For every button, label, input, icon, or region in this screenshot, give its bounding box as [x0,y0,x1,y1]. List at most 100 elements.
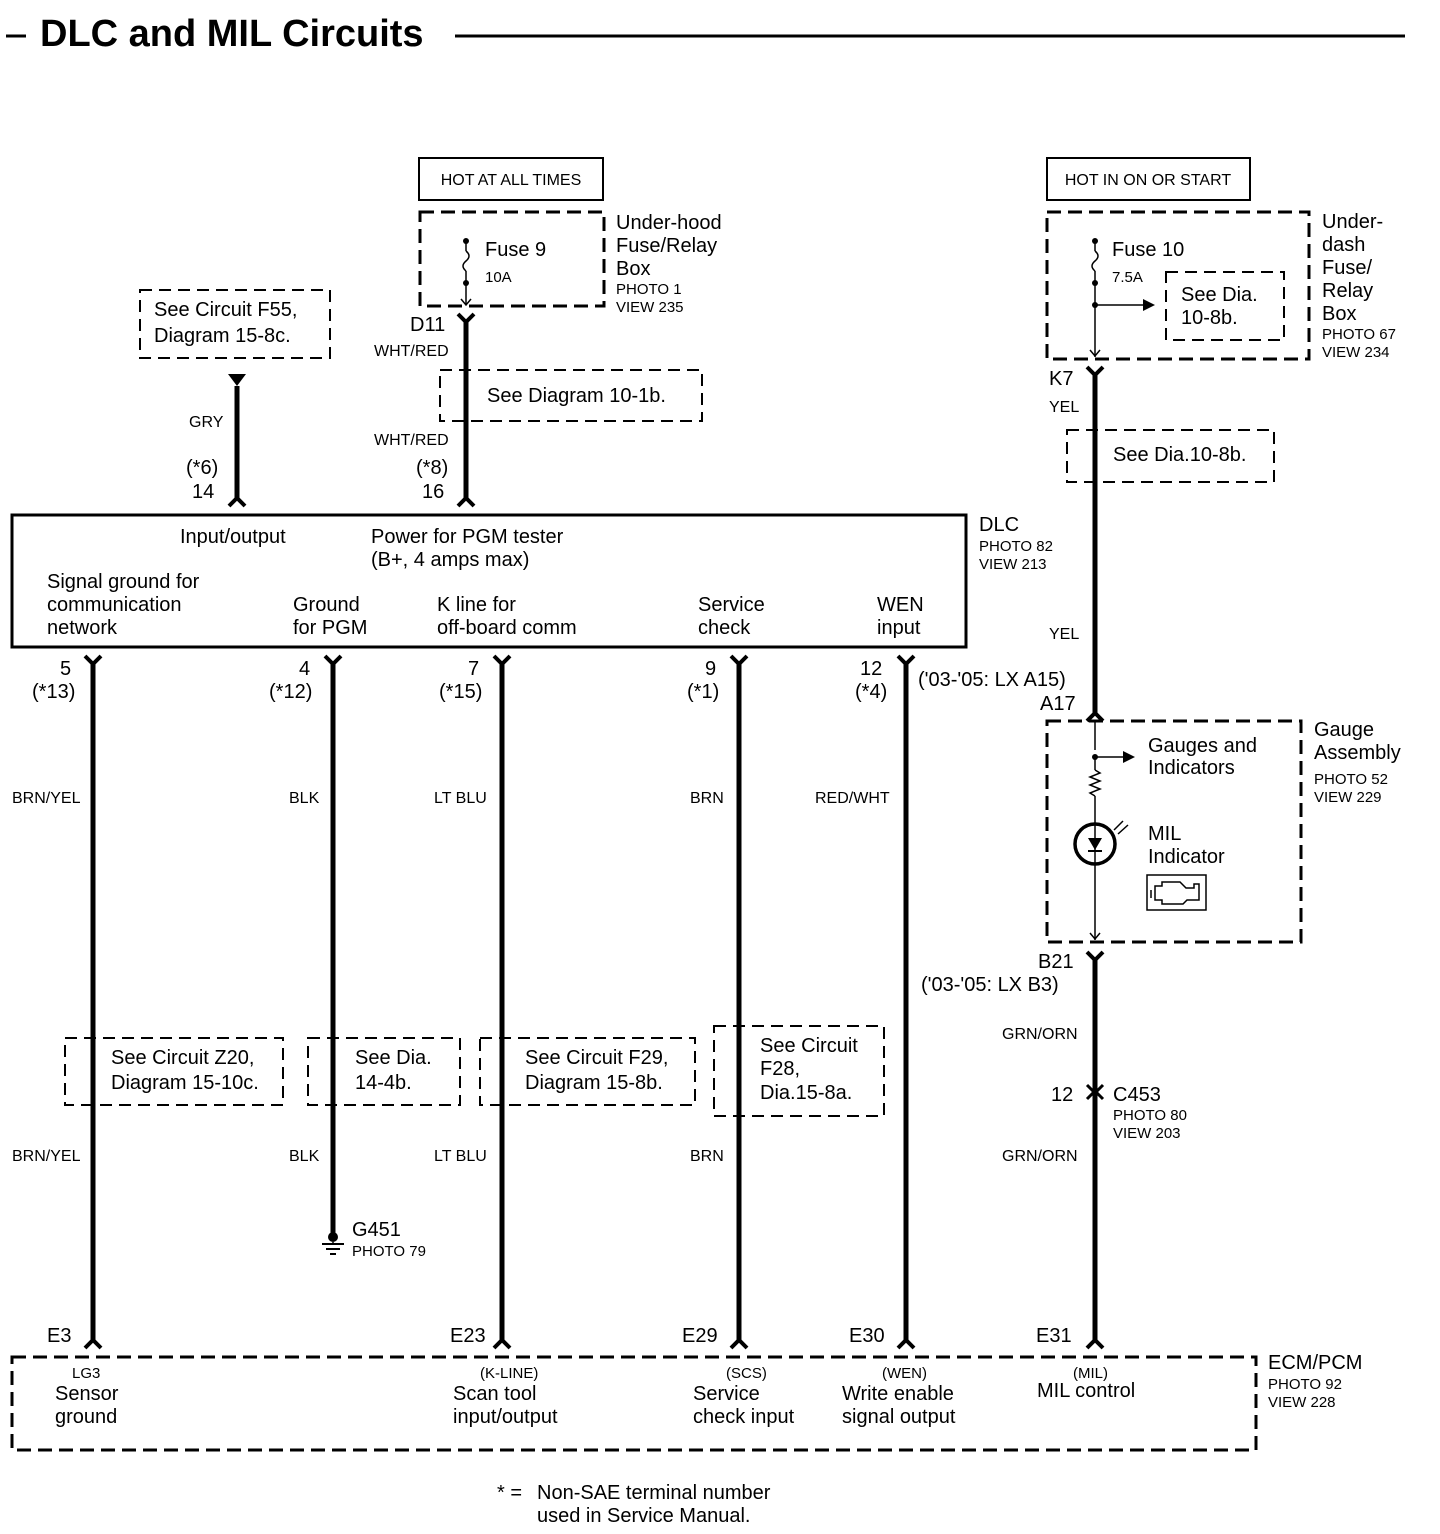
underdash-photo: PHOTO 67 [1322,326,1396,343]
dlc-ground-line-2: for PGM [293,617,367,639]
c453-name: C453 [1113,1084,1161,1106]
f55-arrow-icon [228,374,246,386]
ecm-write-line-1: Write enable [842,1383,954,1405]
dlc-input-output: Input/output [180,526,286,548]
see-10-8b-inner-2: 10-8b. [1181,307,1238,329]
footnote-mark: * = [497,1482,522,1504]
ecm-service-line-2: check input [693,1406,795,1428]
hot-at-all-times-box [418,157,604,201]
yel-label-1: YEL [1049,399,1079,416]
underdash-name-5: Box [1322,303,1356,325]
dlc-power-line-1: Power for PGM tester [371,526,564,548]
see-10-8b-inner-1: See Dia. [1181,284,1258,306]
k7-terminal: K7 [1049,368,1073,390]
dlc-service-line-2: check [698,617,751,639]
pin9-number: 9 [705,658,716,680]
hot-in-on-or-start-label: HOT IN ON OR START [1065,172,1231,189]
b21-alt-pin: ('03-'05: LX B3) [921,974,1059,996]
pin4-star: (*12) [269,681,312,703]
pin5-star: (*13) [32,681,75,703]
gry-label: GRY [189,414,224,431]
see-z20-line-2: Diagram 15-10c. [111,1072,259,1094]
mil-lamp-icon [1073,820,1129,866]
c453-photo: PHOTO 80 [1113,1107,1187,1124]
d11-terminal: D11 [410,314,445,336]
underdash-fuse-box [1045,210,1311,361]
see-14-4b-line-1: See Dia. [355,1047,432,1069]
footnote-line-1: Non-SAE terminal number [537,1482,771,1504]
resistor-icon [1087,769,1103,797]
pin12-number: 12 [860,658,882,680]
fuse-9-label: Fuse 9 [485,239,546,261]
dlc-name: DLC [979,514,1019,536]
dlc-service-line-1: Service [698,594,765,616]
blk-label-2: BLK [289,1148,320,1165]
dlc-kline-line-2: off-board comm [437,617,577,639]
underdash-view: VIEW 234 [1322,344,1390,361]
brn-yel-label-2: BRN/YEL [12,1148,81,1165]
ecm-kline: (K-LINE) [480,1365,538,1382]
brn-label-1: BRN [690,790,724,807]
underhood-name-1: Under-hood [616,212,722,234]
fuse-10-icon [1091,250,1099,272]
ecm-view: VIEW 228 [1268,1394,1336,1411]
dlc-ground-line-1: Ground [293,594,360,616]
dlc-view: VIEW 213 [979,556,1047,573]
ecm-pin-e29: E29 [682,1325,718,1347]
ecm-lg3: LG3 [72,1365,100,1382]
see-diagram-10-1b: See Diagram 10-1b. [487,385,666,407]
fuse-9-amps: 10A [485,269,512,286]
underdash-name-1: Under- [1322,211,1383,233]
see-10-8b: See Dia.10-8b. [1113,444,1246,466]
ecm-mil: (MIL) [1073,1365,1108,1382]
gauges-arrow-icon [1123,751,1135,763]
gauge-name-2: Assembly [1314,742,1401,764]
mil-line-1: MIL [1148,823,1181,845]
yel-label-2: YEL [1049,626,1079,643]
gauge-photo: PHOTO 52 [1314,771,1388,788]
wht-red-label-1: WHT/RED [374,343,449,360]
gauge-alt-pin: ('03-'05: LX A15) [918,669,1066,691]
c453-view: VIEW 203 [1113,1125,1181,1142]
dlc-signal-line-3: network [47,617,118,639]
brn-label-2: BRN [690,1148,724,1165]
see-f28-line-2: F28, [760,1058,800,1080]
gauge-view: VIEW 229 [1314,789,1382,806]
red-wht-label: RED/WHT [815,790,890,807]
underdash-name-2: dash [1322,234,1365,256]
pin12-star: (*4) [855,681,887,703]
see-dia-14-4b-box [307,1037,461,1106]
pin14-number: 14 [192,481,214,503]
see-circuit-f55-box [139,289,331,359]
ecm-scs: (SCS) [726,1365,767,1382]
ecm-mil-control: MIL control [1037,1380,1135,1402]
ground-photo: PHOTO 79 [352,1243,426,1260]
see-z20-line-1: See Circuit Z20, [111,1047,254,1069]
ecm-name: ECM/PCM [1268,1352,1362,1374]
see-f28-line-3: Dia.15-8a. [760,1082,852,1104]
c453-connector-icon [1085,1083,1105,1101]
lt-blu-label-2: LT BLU [434,1148,487,1165]
blk-label-1: BLK [289,790,320,807]
pin7-star: (*15) [439,681,482,703]
underhood-name-2: Fuse/Relay [616,235,717,257]
dlc-signal-line-2: communication [47,594,182,616]
mil-line-2: Indicator [1148,846,1225,868]
dlc-signal-line-1: Signal ground for [47,571,200,593]
underhood-view: VIEW 235 [616,299,684,316]
ecm-scan-line-2: input/output [453,1406,558,1428]
ecm-pin-e31: E31 [1036,1325,1072,1347]
brn-yel-label-1: BRN/YEL [12,790,81,807]
underhood-photo: PHOTO 1 [616,281,682,298]
b21-pin: B21 [1038,951,1074,973]
see-circuit-f28-box [713,1025,885,1117]
fuse-9-icon [462,250,470,272]
lt-blu-label-1: LT BLU [434,790,487,807]
ecm-write-line-2: signal output [842,1406,956,1428]
ecm-sensor-line-1: Sensor [55,1383,119,1405]
see-dia-10-8b-box [1066,429,1275,483]
dlc-photo: PHOTO 82 [979,538,1053,555]
ecm-photo: PHOTO 92 [1268,1376,1342,1393]
pin7-number: 7 [468,658,479,680]
